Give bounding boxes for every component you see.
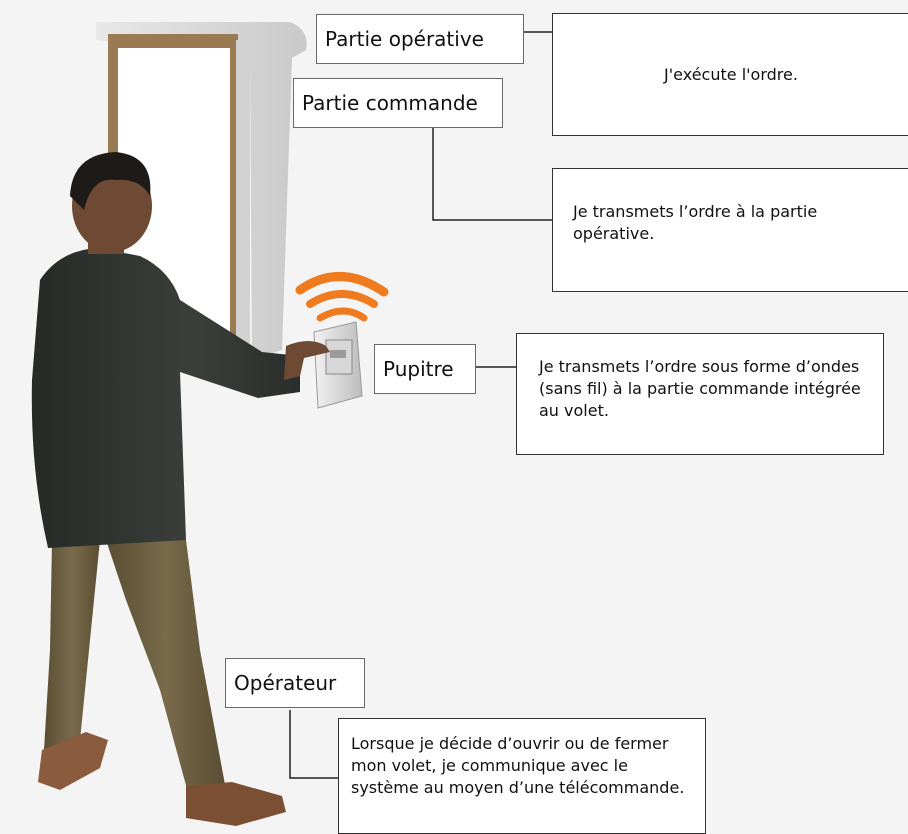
- description-partie-commande-text: Je transmets l’ordre à la partie opérati…: [573, 202, 818, 243]
- connector-lines: [289, 31, 552, 779]
- label-partie-operative: Partie opérative: [316, 14, 524, 64]
- label-operateur: Opérateur: [225, 658, 365, 708]
- description-pupitre: Je transmets l’ordre sous forme d’ondes …: [516, 333, 884, 455]
- label-pupitre: Pupitre: [374, 344, 476, 394]
- description-partie-operative: J'exécute l'ordre.: [552, 13, 908, 136]
- description-pupitre-text: Je transmets l’ordre sous forme d’ondes …: [539, 357, 861, 420]
- description-partie-commande: Je transmets l’ordre à la partie opérati…: [552, 168, 908, 292]
- label-partie-commande: Partie commande: [293, 78, 503, 128]
- operator-figure: [31, 152, 330, 826]
- remote-control-icon: [313, 321, 363, 409]
- description-operateur-text: Lorsque je décide d’ouvrir ou de fermer …: [351, 734, 685, 797]
- description-operateur: Lorsque je décide d’ouvrir ou de fermer …: [338, 718, 706, 834]
- wireless-waves-icon: [295, 272, 389, 322]
- description-partie-operative-text: J'exécute l'ordre.: [664, 64, 798, 84]
